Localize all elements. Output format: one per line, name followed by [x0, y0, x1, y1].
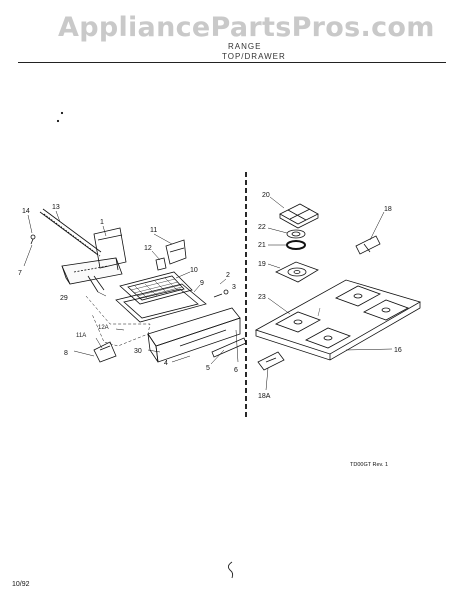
leader-lines-cooktop: [265, 196, 393, 391]
screw-part-14: [30, 234, 36, 245]
callout-12a: 12A: [98, 325, 109, 331]
burner-cap-part-22: [286, 229, 306, 239]
callout-11a: 11A: [76, 333, 86, 339]
stray-hook-mark: [227, 561, 234, 579]
callout-21: 21: [258, 242, 266, 249]
callout-11: 11: [150, 227, 157, 234]
callout-2: 2: [226, 272, 230, 279]
callout-1: 1: [100, 219, 104, 226]
watermark: AppliancePartsPros.com: [58, 12, 435, 43]
callout-22: 22: [258, 224, 266, 231]
callout-4: 4: [164, 360, 168, 367]
stray-mark: [56, 119, 60, 123]
callout-29: 29: [60, 295, 68, 302]
drawer-body-part-1: [61, 227, 127, 293]
callout-8: 8: [64, 350, 68, 357]
drawing-code: TD00GT Rev. 1: [350, 462, 389, 468]
bracket-part-18a: [257, 351, 285, 371]
callout-7: 7: [18, 270, 22, 277]
callout-16: 16: [394, 347, 402, 354]
callout-18: 18: [384, 206, 392, 213]
bracket-part-11: [165, 239, 187, 265]
callout-19: 19: [258, 261, 266, 268]
broiler-rack-part-10: [119, 271, 193, 305]
header-line-2: TOP/DRAWER: [222, 52, 286, 61]
stray-mark: [60, 111, 64, 115]
phantom-outline: [85, 295, 151, 347]
callout-6: 6: [234, 367, 238, 374]
bracket-part-18: [355, 235, 381, 255]
slide-bracket-part-11a: [93, 341, 117, 363]
callout-3: 3: [232, 284, 236, 291]
callout-5: 5: [206, 365, 210, 372]
drawer-front-part-30: [147, 307, 241, 363]
clip-part-12: [155, 257, 167, 271]
cooktop-part-16: [255, 279, 422, 361]
grate-part-20: [279, 203, 319, 229]
screw-part-3: [213, 289, 229, 298]
rail-part-13: [39, 208, 102, 257]
callout-30: 30: [134, 348, 142, 355]
callout-13: 13: [52, 204, 60, 211]
callout-20: 20: [262, 192, 270, 199]
callout-18a: 18A: [258, 393, 271, 400]
broiler-pan-part-9: [115, 283, 207, 323]
handle-part-5: [211, 337, 247, 358]
callout-9: 9: [200, 280, 204, 287]
leader-lines-drawer: [23, 210, 239, 365]
callout-14: 14: [22, 208, 30, 215]
bowl-part-19: [275, 261, 319, 283]
ring-part-21: [286, 240, 306, 250]
header-rule: [18, 62, 446, 63]
revision-date: 10/92: [12, 581, 30, 588]
callout-10: 10: [190, 267, 198, 274]
callout-23: 23: [258, 294, 266, 301]
callout-labels: 13 14 7 1 11 12 10 2 9 3 29 12A 11A 8 30…: [18, 192, 402, 400]
callout-12: 12: [144, 245, 152, 252]
header-line-1: RANGE: [228, 42, 262, 51]
